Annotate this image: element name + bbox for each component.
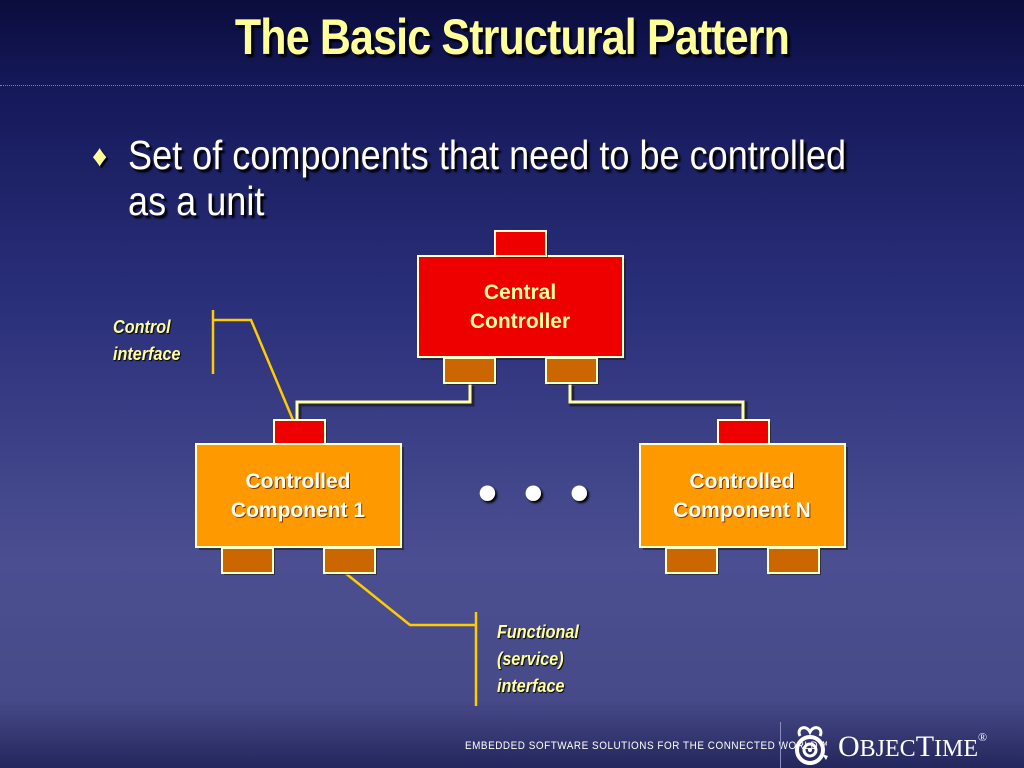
- central-controller-label: Central Controller: [418, 278, 622, 336]
- functional-callout-line: [343, 571, 476, 627]
- bullet-diamond-icon: ♦: [92, 140, 108, 173]
- component-1-label: Controlled Component 1: [196, 467, 400, 525]
- bullet-text: Set of components that need to be contro…: [128, 132, 847, 224]
- functional-interface-label-line2: (service): [497, 649, 564, 669]
- functional-interface-label-line3: interface: [497, 676, 565, 696]
- component-1-port-right: [323, 547, 377, 575]
- logo-registered-mark: ®: [978, 730, 988, 744]
- objectime-clock-icon: [795, 726, 828, 765]
- title-divider: [0, 85, 1024, 86]
- controller-control-port: [494, 230, 548, 258]
- component-n-label-line2: Component N: [673, 499, 811, 522]
- component-1-control-port: [273, 419, 327, 447]
- slide-title: The Basic Structural Pattern: [234, 9, 790, 65]
- functional-interface-label: Functional (service) interface: [497, 619, 579, 700]
- component-1-label-line1: Controlled: [245, 470, 351, 493]
- control-interface-label-line2: interface: [113, 344, 181, 364]
- footer-tagline: EMBEDDED SOFTWARE SOLUTIONS FOR THE CONN…: [465, 740, 829, 752]
- component-n-port-right: [767, 547, 821, 575]
- central-controller-label-line2: Controller: [469, 310, 571, 333]
- logo-letter-t: T: [915, 730, 935, 763]
- ellipsis-dots: • • •: [478, 463, 595, 523]
- functional-interface-label-line1: Functional: [497, 622, 579, 642]
- component-n-label: Controlled Component N: [640, 467, 844, 525]
- component-1-box: [195, 443, 404, 550]
- footer-divider: [780, 722, 781, 768]
- controller-port-left: [443, 357, 497, 385]
- logo-letter-o: O: [838, 730, 860, 763]
- component-n-label-line1: Controlled: [689, 470, 795, 493]
- objectime-logo-text: OBJECTIME®: [838, 730, 987, 764]
- logo-letters-ime: IME: [934, 736, 979, 762]
- control-interface-label-line1: Control: [113, 317, 171, 337]
- central-controller-box: [417, 255, 626, 360]
- component-1-port-left: [221, 547, 275, 575]
- connector-right: [568, 384, 745, 422]
- central-controller-label-line1: Central: [483, 281, 557, 304]
- connector-left: [295, 384, 472, 422]
- component-n-port-left: [665, 547, 719, 575]
- controller-port-right: [545, 357, 599, 385]
- logo-letters-bjec: BJEC: [859, 736, 916, 762]
- component-n-box: [639, 443, 848, 550]
- component-n-control-port: [717, 419, 771, 447]
- component-1-label-line2: Component 1: [230, 499, 366, 522]
- control-callout-line: [213, 318, 295, 421]
- control-interface-label: Control interface: [113, 314, 181, 368]
